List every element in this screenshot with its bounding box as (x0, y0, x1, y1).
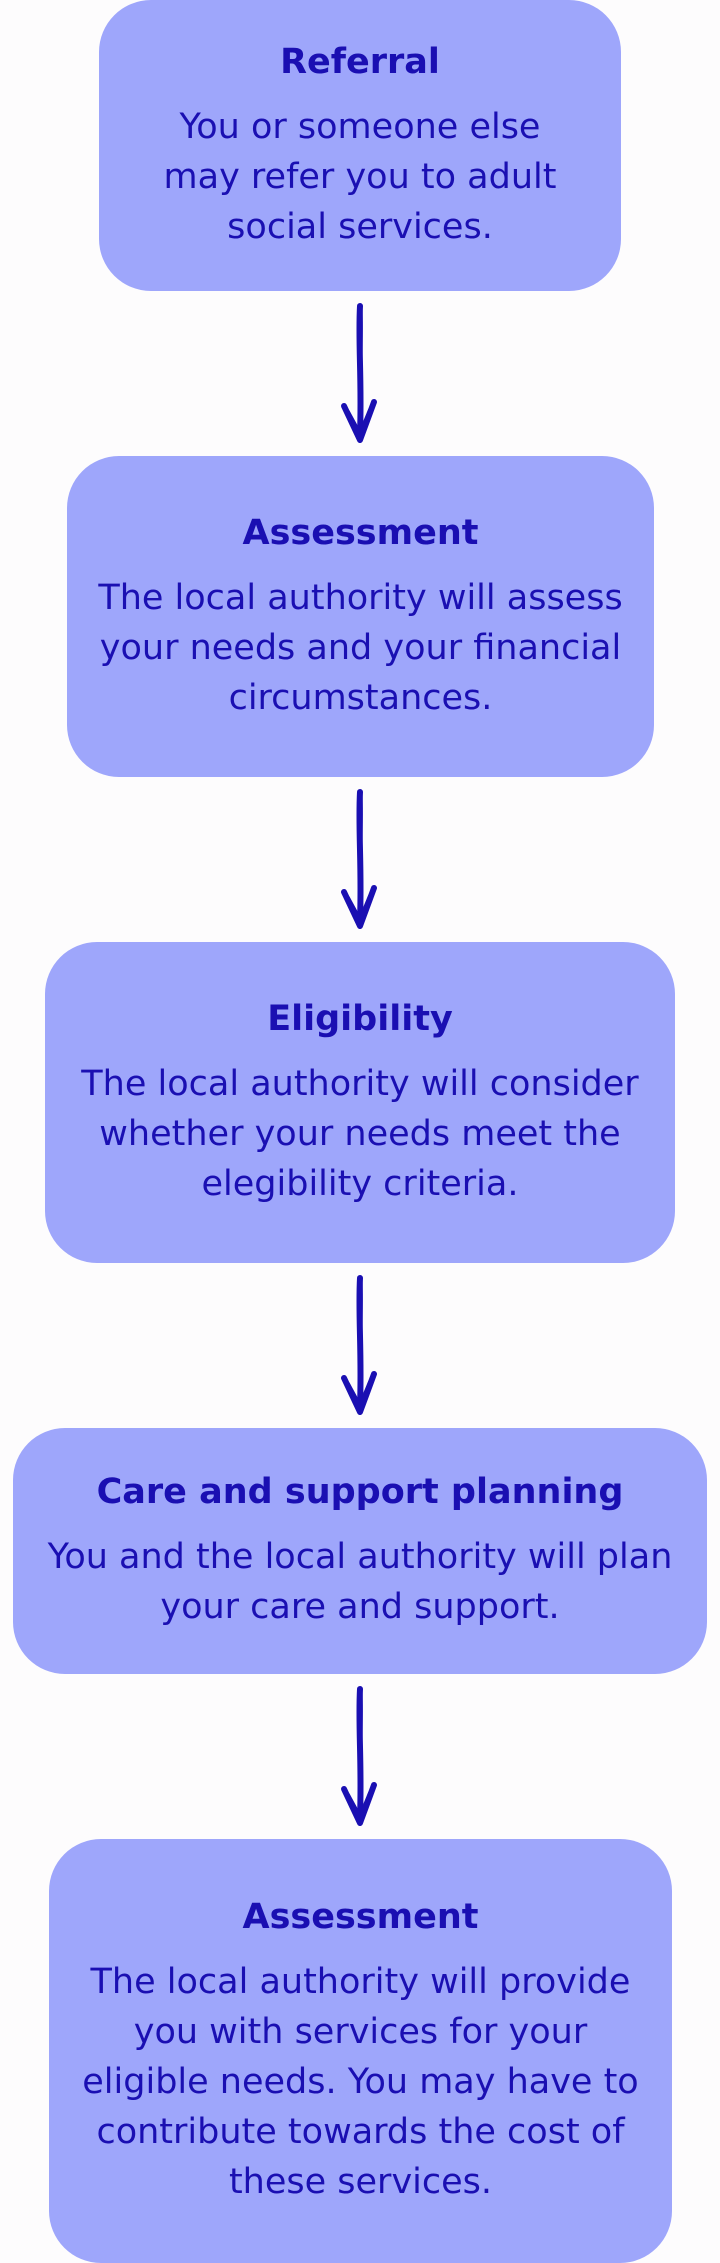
down-arrow-icon (341, 303, 377, 443)
step-title: Eligibility (267, 998, 453, 1039)
step-title: Assessment (242, 512, 479, 553)
step-description: The local authority will provide you wit… (82, 1962, 639, 2202)
step-box-care-and-support-planning: Care and support planning You and the lo… (13, 1428, 707, 1674)
step-box-eligibility: Eligibility The local authority will con… (45, 942, 675, 1263)
step-title: Referral (280, 41, 440, 82)
down-arrow-icon (341, 1686, 377, 1826)
step-title: Assessment (242, 1897, 479, 1937)
step-box-assessment: Assessment The local authority will asse… (67, 456, 654, 777)
step-box-referral: Referral You or someone else may refer y… (99, 0, 621, 291)
step-box-services: Assessment The local authority will prov… (49, 1839, 672, 2263)
step-description: The local authority will assess your nee… (98, 577, 623, 718)
step-description: The local authority will consider whethe… (81, 1063, 639, 1204)
step-title: Care and support planning (96, 1472, 624, 1512)
step-description: You or someone else may refer you to adu… (163, 106, 557, 247)
down-arrow-icon (341, 1275, 377, 1415)
down-arrow-icon (341, 789, 377, 929)
step-description: You and the local authority will plan yo… (47, 1537, 673, 1627)
